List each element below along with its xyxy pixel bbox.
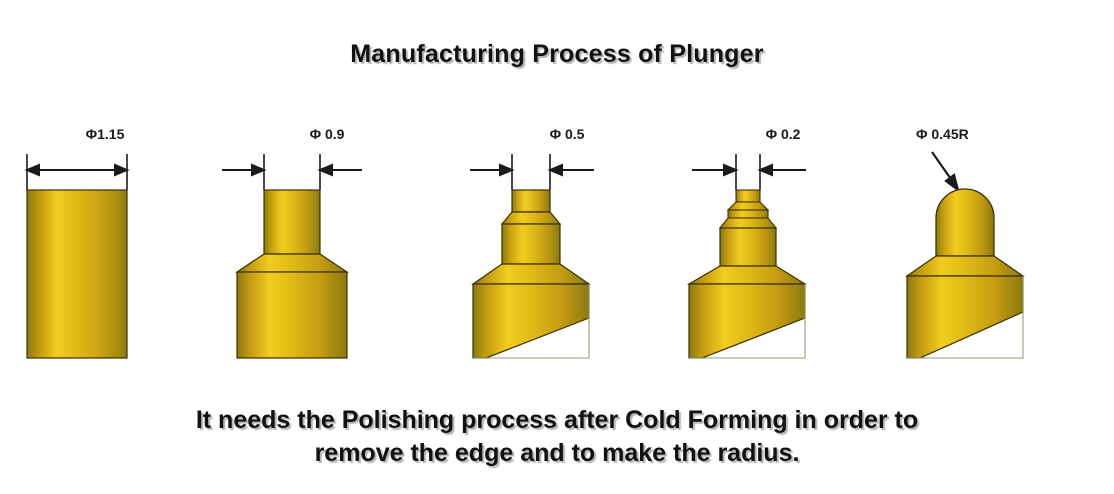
stage-4-cut-outline [689, 284, 806, 359]
process-stage-5[interactable]: Φ 0.45R [890, 126, 1100, 376]
stage-2-dimension-lines [263, 154, 321, 190]
stage-5-dimension-label: Φ 0.45R [916, 126, 969, 142]
stage-4-plunger-body [686, 189, 808, 359]
stage-3-cut-outline [473, 284, 590, 359]
stage-4-dimension-arrow [692, 163, 806, 177]
stage-5-cut-outline [907, 276, 1024, 359]
stage-1-dimension-label: Φ1.15 [85, 126, 125, 142]
process-stage-3[interactable]: Φ 0.5 [462, 126, 672, 376]
caption-line-1: It needs the Polishing process after Col… [195, 406, 919, 434]
process-stage-4[interactable]: Φ 0.2 [678, 126, 888, 376]
caption-line-2: remove the edge and to make the radius. [314, 439, 800, 467]
process-stage-2[interactable]: Φ 0.9 [222, 126, 432, 376]
stage-3-plunger-body [471, 189, 591, 359]
stage-1-dimension-lines [26, 154, 128, 190]
process-stage-1[interactable]: Φ1.15 [0, 126, 210, 376]
process-caption: It needs the Polishing process after Col… [90, 404, 1024, 470]
stage-5-leader-arrow [931, 151, 960, 193]
page-title: Manufacturing Process of Plunger [350, 40, 764, 68]
stage-2-dimension-arrow [222, 163, 362, 177]
stage-4-dimension-label: Φ 0.2 [765, 126, 801, 142]
stage-4-dimension-lines [735, 154, 761, 190]
stage-2-plunger-body [235, 189, 349, 359]
stage-1-plunger-body [26, 189, 128, 359]
stage-3-dimension-arrow [470, 163, 594, 177]
stage-1-dimension-arrow [24, 163, 130, 177]
stage-2-dimension-label: Φ 0.9 [309, 126, 345, 142]
stage-3-dimension-label: Φ 0.5 [549, 126, 585, 142]
stage-5-plunger-body [905, 188, 1025, 359]
stage-3-dimension-lines [511, 154, 551, 190]
